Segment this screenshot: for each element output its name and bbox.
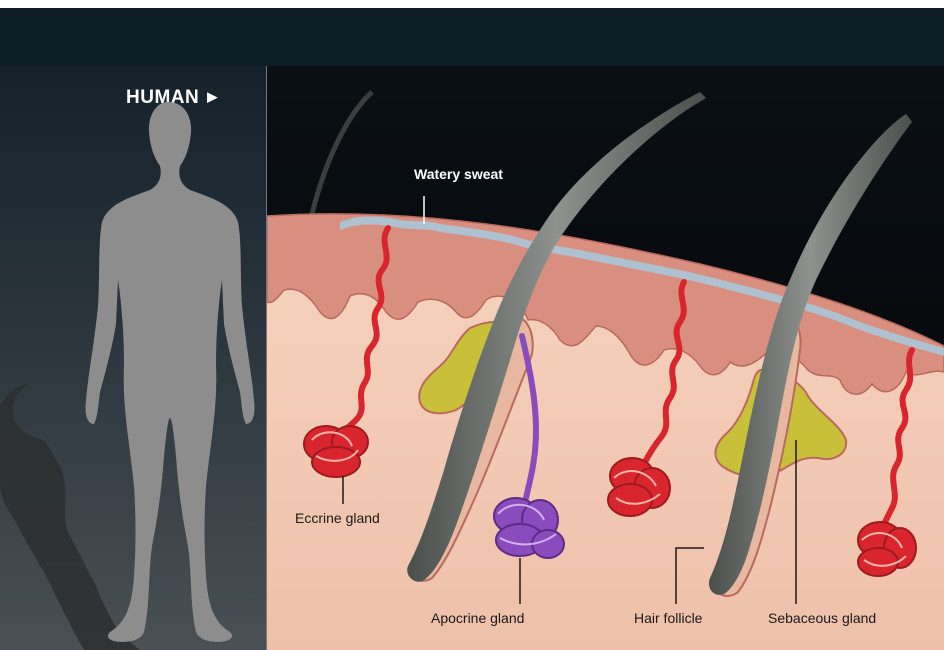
skin-cross-section-panel (267, 66, 944, 650)
watery-sweat-label: Watery sweat (414, 166, 503, 182)
eccrine-gland-label: Eccrine gland (295, 510, 380, 526)
human-silhouette (85, 102, 254, 642)
apocrine-coil (494, 498, 564, 558)
human-panel: HUMAN▶ (0, 66, 266, 650)
sebaceous-gland-label: Sebaceous gland (768, 610, 876, 626)
hair-follicle-label: Hair follicle (634, 610, 702, 626)
human-shadow (0, 384, 140, 650)
human-silhouette-graphic (0, 66, 266, 650)
header-bar (0, 8, 944, 66)
skin-diagram (267, 66, 944, 650)
apocrine-gland-label: Apocrine gland (431, 610, 524, 626)
